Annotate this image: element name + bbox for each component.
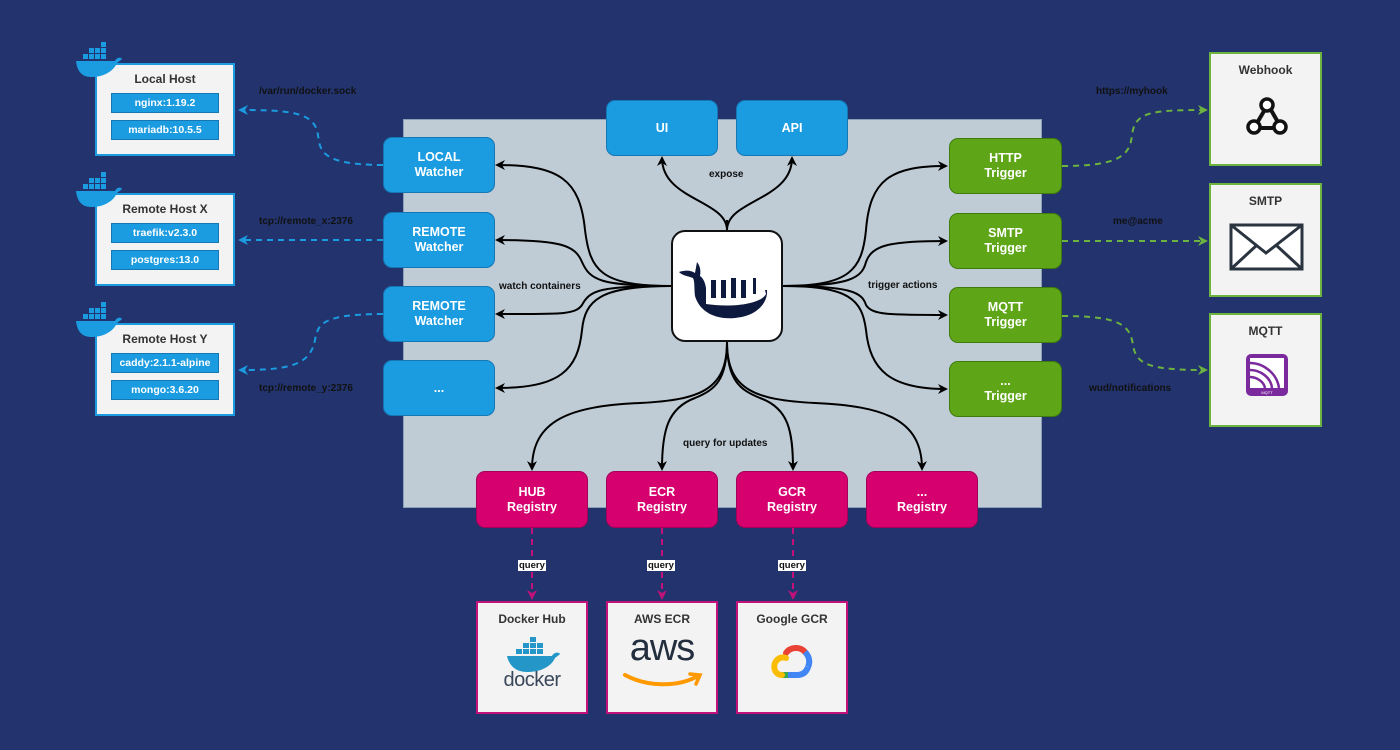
watcher-label: REMOTE Watcher bbox=[412, 225, 466, 254]
provider-docker-hub: Docker Hub docker bbox=[476, 601, 588, 714]
api-label: API bbox=[781, 120, 803, 135]
provider-title: AWS ECR bbox=[633, 612, 690, 626]
edge-watcher-localhost bbox=[238, 105, 384, 166]
watcher-label: ... bbox=[433, 380, 445, 395]
aws-wordmark: aws bbox=[629, 627, 696, 669]
provider-google-gcr: Google GCR bbox=[736, 601, 848, 714]
edge-core-watcher-4 bbox=[495, 285, 672, 393]
watcher-more: ... bbox=[383, 360, 495, 416]
watcher-label: REMOTE Watcher bbox=[412, 299, 466, 328]
trigger-more: ... Trigger bbox=[949, 361, 1062, 417]
wud-core bbox=[671, 230, 783, 342]
container-tag: nginx:1.19.2 bbox=[111, 93, 219, 113]
connection-label-webhook: https://myhook bbox=[1096, 86, 1168, 97]
container-tag: postgres:13.0 bbox=[111, 250, 219, 270]
connection-label-smtp: me@acme bbox=[1113, 216, 1163, 227]
query-label-hub: query bbox=[518, 560, 546, 571]
mqtt-icon: MQTT bbox=[1246, 354, 1288, 396]
query-label-ecr: query bbox=[647, 560, 675, 571]
edge-core-trigger-3 bbox=[782, 285, 948, 320]
docker-whale-icon bbox=[76, 302, 122, 337]
host-remote-x: Remote Host X traefik:v2.3.0 postgres:13… bbox=[95, 193, 235, 286]
edge-core-api bbox=[726, 156, 797, 231]
trigger-http: HTTP Trigger bbox=[949, 138, 1062, 194]
api-box: API bbox=[736, 100, 848, 156]
edge-core-registry-2 bbox=[657, 341, 728, 471]
registry-label: HUB Registry bbox=[506, 484, 558, 514]
edge-trigger-mqtt bbox=[1061, 315, 1208, 375]
registry-gcr: GCR Registry bbox=[736, 471, 848, 528]
container-tag: caddy:2.1.1-alpine bbox=[111, 353, 219, 373]
watcher-remote-y: REMOTE Watcher bbox=[383, 286, 495, 342]
query-for-updates-label: query for updates bbox=[683, 438, 768, 449]
connection-label-remote-y: tcp://remote_y:2376 bbox=[259, 383, 353, 394]
edge-core-watcher-1 bbox=[495, 160, 672, 287]
edge-core-registry-1 bbox=[527, 341, 728, 471]
edge-core-watcher-2 bbox=[495, 235, 672, 287]
query-label-gcr: query bbox=[778, 560, 806, 571]
host-title: Remote Host X bbox=[122, 202, 208, 216]
docker-whale-icon bbox=[76, 172, 122, 207]
wud-whale-logo-icon bbox=[679, 262, 768, 319]
trigger-smtp: SMTP Trigger bbox=[949, 213, 1062, 269]
connection-label-local: /var/run/docker.sock bbox=[259, 86, 357, 97]
docker-wordmark: docker bbox=[503, 669, 561, 691]
registry-label: ECR Registry bbox=[636, 484, 688, 514]
registry-ecr: ECR Registry bbox=[606, 471, 718, 528]
provider-title: Google GCR bbox=[756, 612, 828, 626]
registry-label: ... Registry bbox=[896, 484, 948, 514]
target-mqtt: MQTT MQTT bbox=[1209, 313, 1322, 427]
target-title: MQTT bbox=[1248, 324, 1283, 338]
edge-watcher-remote-y bbox=[238, 313, 384, 375]
edge-trigger-webhook bbox=[1061, 105, 1208, 167]
connection-label-mqtt: wud/notifications bbox=[1089, 383, 1172, 394]
ui-box: UI bbox=[606, 100, 718, 156]
registry-hub: HUB Registry bbox=[476, 471, 588, 528]
target-webhook: Webhook bbox=[1209, 52, 1322, 166]
trigger-mqtt: MQTT Trigger bbox=[949, 287, 1062, 343]
edge-core-trigger-4 bbox=[782, 285, 948, 394]
aws-logo-icon bbox=[623, 672, 703, 687]
provider-title: Docker Hub bbox=[498, 612, 566, 626]
host-title: Local Host bbox=[134, 72, 196, 86]
svg-text:MQTT: MQTT bbox=[1261, 390, 1273, 395]
target-title: SMTP bbox=[1248, 194, 1283, 208]
edge-core-watcher-3 bbox=[495, 285, 672, 320]
container-tag: mongo:3.6.20 bbox=[111, 380, 219, 400]
target-title: Webhook bbox=[1238, 63, 1293, 77]
trigger-label: MQTT Trigger bbox=[984, 300, 1027, 329]
webhook-icon bbox=[1246, 97, 1288, 135]
connection-label-remote-x: tcp://remote_x:2376 bbox=[259, 216, 353, 227]
expose-label: expose bbox=[709, 169, 744, 180]
trigger-actions-label: trigger actions bbox=[868, 280, 938, 291]
trigger-label: SMTP Trigger bbox=[984, 226, 1027, 255]
ui-label: UI bbox=[655, 120, 669, 135]
container-tag: traefik:v2.3.0 bbox=[111, 223, 219, 243]
provider-aws-ecr: AWS ECR aws bbox=[606, 601, 718, 714]
host-remote-y: Remote Host Y caddy:2.1.1-alpine mongo:3… bbox=[95, 323, 235, 416]
host-local: Local Host nginx:1.19.2 mariadb:10.5.5 bbox=[95, 63, 235, 156]
registry-label: GCR Registry bbox=[766, 484, 818, 514]
watcher-label: LOCAL Watcher bbox=[414, 150, 464, 179]
envelope-icon bbox=[1229, 223, 1304, 271]
edge-core-ui bbox=[657, 156, 728, 231]
watcher-local: LOCAL Watcher bbox=[383, 137, 495, 193]
google-cloud-icon bbox=[771, 645, 813, 678]
docker-whale-icon bbox=[76, 42, 122, 77]
edge-core-registry-4 bbox=[726, 341, 927, 471]
edge-core-registry-3 bbox=[726, 341, 798, 471]
container-tag: mariadb:10.5.5 bbox=[111, 120, 219, 140]
target-smtp: SMTP bbox=[1209, 183, 1322, 297]
edge-core-trigger-2 bbox=[782, 236, 948, 287]
docker-logo-icon bbox=[507, 637, 560, 672]
watcher-remote-x: REMOTE Watcher bbox=[383, 212, 495, 268]
registry-more: ... Registry bbox=[866, 471, 978, 528]
edge-core-trigger-1 bbox=[782, 161, 948, 287]
host-title: Remote Host Y bbox=[122, 332, 208, 346]
trigger-label: HTTP Trigger bbox=[984, 151, 1027, 180]
watch-containers-label: watch containers bbox=[499, 281, 581, 292]
trigger-label: ... Trigger bbox=[984, 374, 1027, 403]
